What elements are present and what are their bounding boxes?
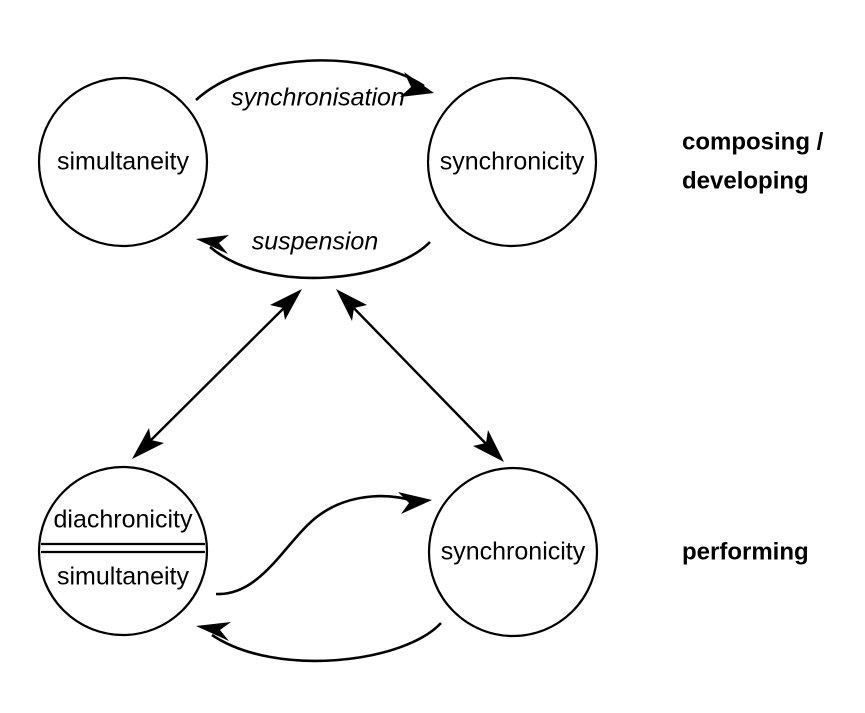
edge-bottom-return-path <box>211 622 442 663</box>
edge-diagonal-right-arrowhead-bottom <box>473 430 504 462</box>
edge-diagonal-left-arrowhead-bottom <box>132 428 164 459</box>
node-bottom-right-label: synchronicity <box>441 538 586 566</box>
edge-bottom-forward-path <box>215 494 422 596</box>
edge-diagonal-left[interactable] <box>132 289 302 459</box>
edge-bottom-return-arrowhead <box>196 622 231 641</box>
edge-suspension[interactable]: suspension <box>196 228 431 280</box>
group-label-performing: performing <box>682 538 809 565</box>
node-top-left-circle <box>37 76 209 248</box>
node-bottom-left[interactable]: diachronicity simultaneity <box>37 465 209 637</box>
node-top-right[interactable]: synchronicity <box>426 76 598 248</box>
edge-diagonal-right[interactable] <box>336 289 504 462</box>
node-bottom-left-label-upper: diachronicity <box>54 506 193 534</box>
group-label-composing-developing: composing / developing <box>682 128 824 194</box>
edge-suspension-arrowhead <box>196 235 229 254</box>
node-top-right-circle <box>426 76 598 248</box>
node-top-right-label: synchronicity <box>440 148 585 176</box>
edge-suspension-path <box>209 241 431 280</box>
edge-bottom-forward[interactable] <box>215 492 432 596</box>
edge-synchronisation-label: synchronisation <box>231 84 405 112</box>
edge-diagonal-left-arrowhead-top <box>270 289 302 320</box>
node-bottom-right[interactable]: synchronicity <box>427 466 599 638</box>
edge-synchronisation[interactable]: synchronisation <box>195 59 434 112</box>
edge-diagonal-left-line <box>142 298 294 449</box>
group-label-composing-line2: developing <box>682 167 809 194</box>
edge-diagonal-right-arrowhead-top <box>336 289 367 321</box>
edge-synchronisation-path <box>195 59 425 101</box>
node-top-left[interactable]: simultaneity <box>37 76 209 248</box>
node-bottom-right-circle <box>427 466 599 638</box>
edge-bottom-return[interactable] <box>196 622 442 663</box>
group-label-composing-line1: composing / <box>682 128 824 155</box>
node-bottom-left-label-lower: simultaneity <box>57 563 189 591</box>
edge-diagonal-right-line <box>344 298 495 453</box>
edge-suspension-label: suspension <box>252 228 378 256</box>
node-top-left-label: simultaneity <box>57 148 189 176</box>
edge-bottom-forward-arrowhead <box>398 492 432 514</box>
edge-synchronisation-arrowhead <box>400 72 434 97</box>
